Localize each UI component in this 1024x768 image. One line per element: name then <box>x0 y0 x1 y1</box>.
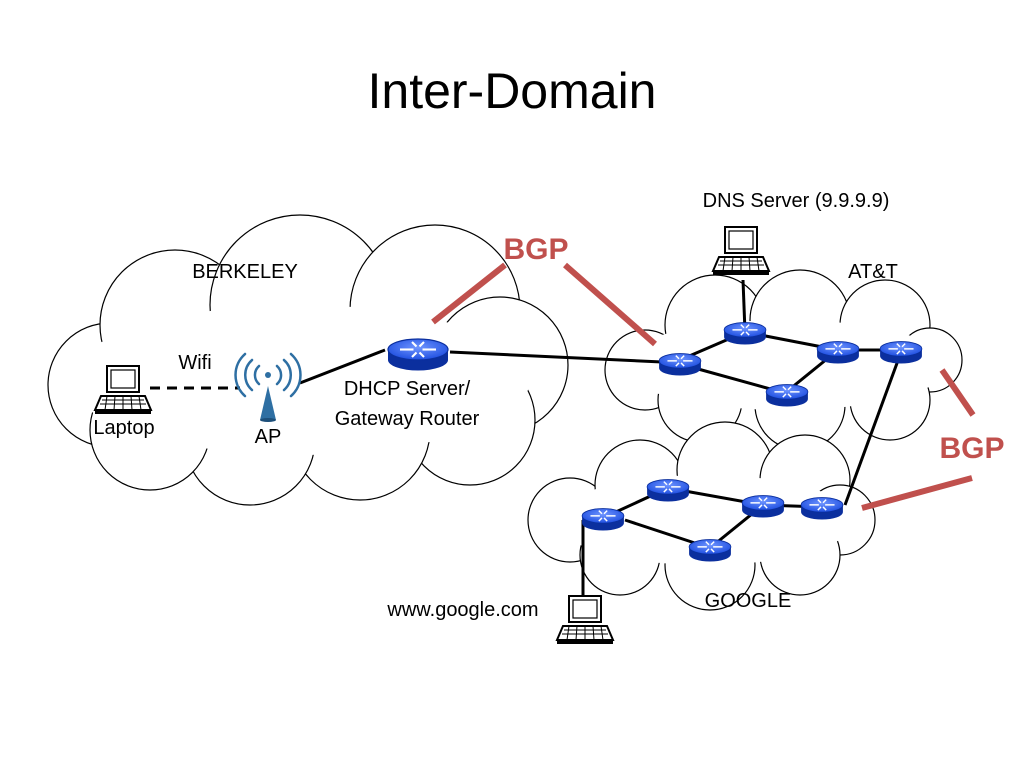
berkeley-cloud <box>47 214 569 506</box>
ap-label: AP <box>255 426 282 448</box>
google-router-icon[interactable] <box>646 478 690 503</box>
gateway-att-link <box>449 350 663 364</box>
bgp-label-top: BGP <box>503 233 568 266</box>
google-router-icon[interactable] <box>581 507 625 532</box>
berkeley-label: BERKELEY <box>192 261 298 283</box>
google-cloud <box>527 421 876 611</box>
dns-server-label: DNS Server (9.9.9.9) <box>703 190 890 212</box>
access-point-icon[interactable] <box>234 352 302 422</box>
wifi-label: Wifi <box>178 352 211 374</box>
bgp-line-google <box>861 475 973 511</box>
google-router-icon[interactable] <box>741 494 785 519</box>
att-router-icon[interactable] <box>879 340 923 365</box>
bgp-label-right: BGP <box>939 432 1004 465</box>
dhcp-label-line1: DHCP Server/ <box>344 378 471 400</box>
att-router-icon[interactable] <box>658 352 702 377</box>
google-router-icon[interactable] <box>800 496 844 521</box>
att-cloud <box>604 269 963 451</box>
att-router-icon[interactable] <box>765 383 809 408</box>
slide-title: Inter-Domain <box>367 63 657 119</box>
dhcp-label-line2: Gateway Router <box>335 408 480 430</box>
web-server-icon[interactable] <box>556 595 614 645</box>
web-server-label: www.google.com <box>386 599 538 621</box>
google-label: GOOGLE <box>705 590 792 612</box>
google-router-icon[interactable] <box>688 538 732 563</box>
bgp-line-left <box>431 262 507 325</box>
att-router-icon[interactable] <box>816 340 860 365</box>
att-label: AT&T <box>848 261 898 283</box>
dns-server-icon[interactable] <box>711 225 771 277</box>
laptop-label: Laptop <box>93 417 154 439</box>
att-router-icon[interactable] <box>723 321 767 346</box>
bgp-line-right <box>563 262 657 347</box>
bgp-line-att <box>939 368 976 417</box>
ap-gateway-link <box>299 348 386 385</box>
gateway-router-icon[interactable] <box>386 337 450 372</box>
att-google-link <box>843 354 902 506</box>
